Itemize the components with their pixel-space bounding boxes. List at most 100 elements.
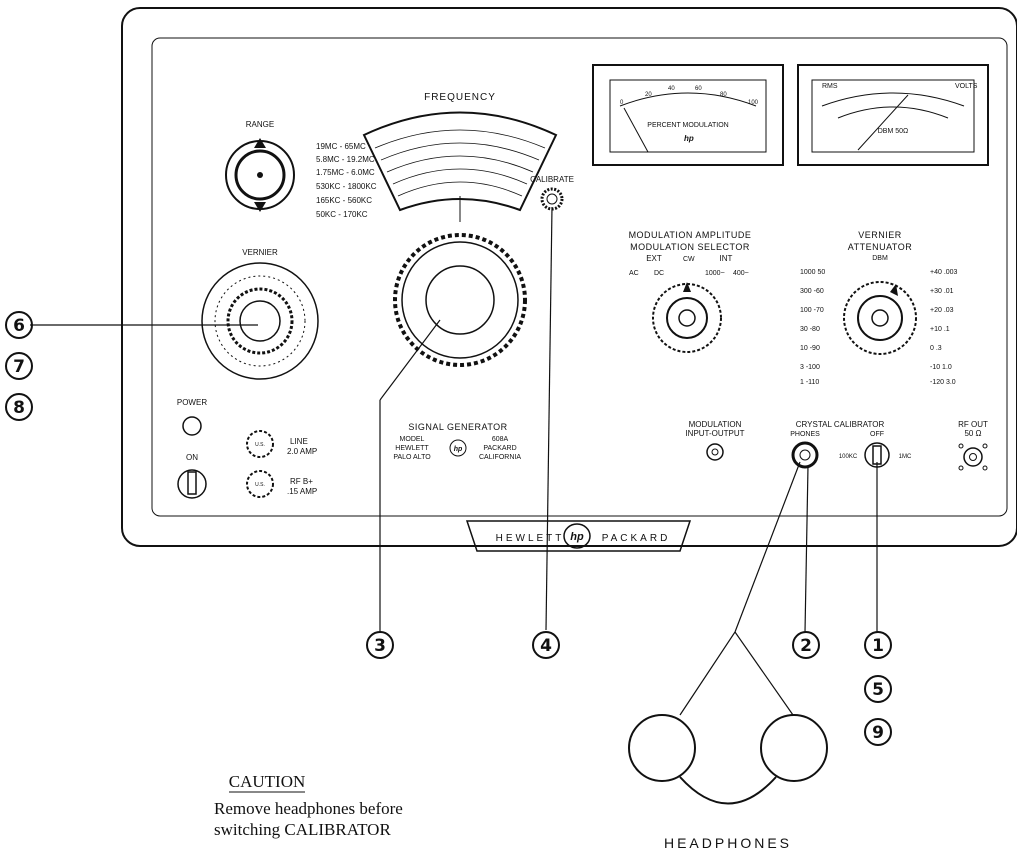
line-fuse[interactable] [246,430,274,458]
svg-text:RMS: RMS [822,83,838,90]
vernier-knob[interactable] [239,300,281,342]
svg-text:RF B+: RF B+ [290,477,313,486]
svg-text:80: 80 [720,92,727,98]
meter-hp-logo: hp [684,134,694,143]
svg-text:100: 100 [748,100,759,106]
svg-text:-120 3.0: -120 3.0 [930,379,956,386]
svg-text:1000 50: 1000 50 [800,269,825,276]
svg-text:EXT: EXT [646,254,662,263]
frequency-label: FREQUENCY [424,92,496,103]
phones-jack[interactable] [791,441,819,469]
power-switch[interactable] [177,469,207,499]
svg-text:0 .3: 0 .3 [930,345,942,352]
frequency-knob-center[interactable] [425,265,495,335]
modulation-selector-knob[interactable] [652,283,722,353]
callout-9: 9 [864,718,892,746]
svg-text:2: 2 [800,636,812,656]
svg-text:AC: AC [629,270,639,277]
frequency-band-labels: 19MC - 65MC 5.8MC - 19.2MC 1.75MC - 6.0M… [316,142,377,219]
svg-text:6: 6 [13,316,25,336]
on-label: ON [186,453,198,462]
svg-text:OFF: OFF [870,431,884,438]
svg-text:hp: hp [454,446,463,453]
svg-text:INPUT-OUTPUT: INPUT-OUTPUT [685,429,744,438]
svg-text:CW: CW [683,256,695,263]
vernier-dial[interactable] [201,262,319,380]
svg-text:PERCENT MODULATION: PERCENT MODULATION [647,122,728,129]
svg-text:U.S.: U.S. [255,442,265,448]
svg-text:400~: 400~ [733,270,749,277]
frequency-knob-outer[interactable] [393,233,527,367]
headphone-band [679,776,777,805]
svg-text:PACKARD: PACKARD [483,445,516,452]
svg-text:50 Ω: 50 Ω [964,429,981,438]
modulation-io-jack[interactable] [706,443,724,461]
svg-text:HEWLETT: HEWLETT [496,533,565,544]
headphone-left-earcup [628,714,696,782]
svg-text:DC: DC [654,270,664,277]
svg-text:1.75MC - 6.0MC: 1.75MC - 6.0MC [316,168,375,177]
svg-text:530KC - 1800KC: 530KC - 1800KC [316,182,377,191]
caution-line-1: Remove headphones before [214,799,403,818]
svg-text:100 -70: 100 -70 [800,307,824,314]
svg-text:40: 40 [668,86,675,92]
svg-text:1: 1 [872,636,884,656]
svg-text:608A: 608A [492,436,509,443]
caution-title: CAUTION [229,772,306,791]
headphone-right-earcup [760,714,828,782]
svg-text:9: 9 [872,723,884,743]
svg-text:LINE: LINE [290,437,308,446]
svg-text:HEWLETT: HEWLETT [395,445,429,452]
attenuator-knob[interactable] [843,281,917,355]
svg-text:VERNIER: VERNIER [858,230,902,240]
svg-text:PHONES: PHONES [790,431,820,438]
svg-text:60: 60 [695,86,702,92]
rf-out-connector[interactable] [963,447,983,467]
svg-text:DBM 50Ω: DBM 50Ω [878,128,909,135]
svg-text:.15 AMP: .15 AMP [287,487,317,496]
callout-7: 7 [5,352,33,380]
range-label: RANGE [246,120,274,129]
svg-text:5.8MC - 19.2MC: 5.8MC - 19.2MC [316,155,375,164]
modulation-options: AC DC CW 1000~ 400~ [629,256,749,277]
svg-text:8: 8 [13,398,25,418]
vernier-label: VERNIER [242,248,278,257]
svg-text:U.S.: U.S. [255,482,265,488]
volts-meter [797,64,989,166]
hp-logo [563,523,591,549]
power-lamp [182,416,202,436]
svg-text:300 -60: 300 -60 [800,288,824,295]
calibrate-knob[interactable] [540,187,564,211]
svg-text:MODULATION SELECTOR: MODULATION SELECTOR [630,242,750,252]
callout-6: 6 [5,311,33,339]
svg-text:CRYSTAL CALIBRATOR: CRYSTAL CALIBRATOR [796,420,885,429]
svg-text:20: 20 [645,92,652,98]
brand-plate [465,520,692,552]
svg-text:50KC - 170KC: 50KC - 170KC [316,210,368,219]
svg-text:3 -100: 3 -100 [800,364,820,371]
svg-text:MODULATION: MODULATION [689,420,742,429]
svg-text:10 -90: 10 -90 [800,345,820,352]
svg-text:INT: INT [720,254,733,263]
svg-text:PACKARD: PACKARD [602,533,671,544]
svg-text:30 -80: 30 -80 [800,326,820,333]
frequency-window [362,111,558,212]
svg-text:100KC: 100KC [839,454,858,460]
power-label: POWER [177,398,207,407]
attenuator-right-scale: +40 .003 +30 .01 +20 .03 +10 .1 0 .3 -10… [930,269,958,386]
hp-logo-small [449,439,467,457]
svg-text:MODEL: MODEL [400,436,425,443]
svg-text:+10 .1: +10 .1 [930,326,950,333]
svg-text:1MC: 1MC [899,454,912,460]
percent-modulation-ticks: 0 20 40 60 80 100 [620,86,759,106]
svg-text:3: 3 [374,636,386,656]
svg-text:ATTENUATOR: ATTENUATOR [848,242,913,252]
frequency-scale-lines [374,129,546,197]
callout-4: 4 [532,631,560,659]
calibrate-label: CALIBRATE [530,175,574,184]
rf-fuse[interactable] [246,470,274,498]
svg-text:+40 .003: +40 .003 [930,269,958,276]
headphones-label: HEADPHONES [664,835,792,851]
svg-text:19MC - 65MC: 19MC - 65MC [316,142,366,151]
